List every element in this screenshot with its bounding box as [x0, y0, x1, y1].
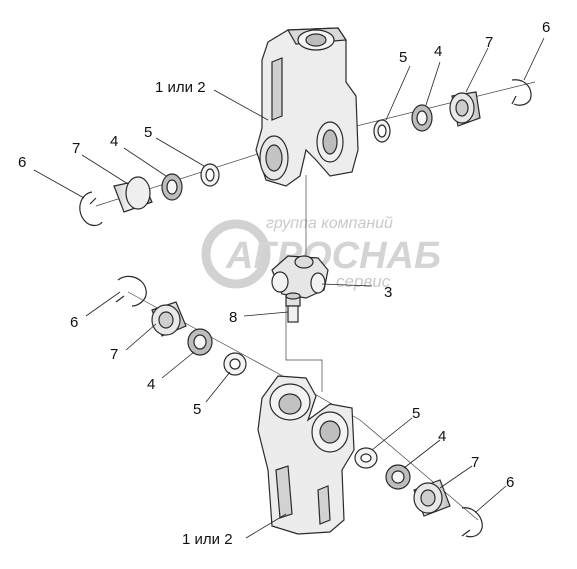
ring-bottom-right [461, 507, 483, 538]
label-cup-mid-left: 7 [110, 346, 118, 363]
label-cup-top-right: 7 [485, 34, 493, 51]
label-seal-mid-left: 4 [147, 376, 155, 393]
label-washer-top-left: 5 [144, 124, 152, 141]
seal-mid-left [187, 328, 213, 356]
seal-top-left [161, 173, 183, 201]
label-grease-fitting: 8 [229, 309, 237, 326]
watermark-brand: АГРОСНАБ [225, 235, 441, 277]
label-seal-bottom-right: 4 [438, 428, 446, 445]
label-cross: 3 [384, 284, 392, 301]
washer-mid-left [223, 352, 247, 376]
grease-fitting [285, 292, 301, 323]
ring-top-left [79, 191, 103, 227]
watermark-gear-icon [201, 219, 271, 289]
ring-top-right [511, 79, 532, 106]
leader-lines [33, 37, 545, 539]
label-cup-top-left: 7 [72, 140, 80, 157]
label-seal-top-right: 4 [434, 43, 442, 60]
label-cup-bottom-right: 7 [471, 454, 479, 471]
label-yoke-bottom: 1 или 2 [182, 531, 233, 548]
label-ring-top-left: 6 [18, 154, 26, 171]
cup-top-right [449, 91, 481, 127]
watermark: группа компаний АГРОСНАБ сервис [201, 215, 441, 291]
yoke-top [255, 27, 359, 187]
label-ring-bottom-right: 6 [506, 474, 514, 491]
cup-mid-left [151, 301, 187, 337]
ring-mid-left [115, 275, 147, 307]
label-washer-mid-left: 5 [193, 401, 201, 418]
seal-bottom-right [385, 464, 411, 490]
label-ring-mid-left: 6 [70, 314, 78, 331]
cup-bottom-right [413, 479, 451, 517]
label-ring-top-right: 6 [542, 19, 550, 36]
cross-spider [271, 255, 329, 299]
label-yoke-top: 1 или 2 [155, 79, 206, 96]
washer-top-right [373, 119, 391, 143]
label-washer-top-right: 5 [399, 49, 407, 66]
watermark-line3: сервис [336, 272, 391, 291]
cup-top-left [113, 176, 153, 213]
label-washer-bottom-right: 5 [412, 405, 420, 422]
callout-labels: 1 или 2 1 или 2 3 8 6 7 4 5 6 7 4 5 6 7 … [18, 19, 550, 548]
watermark-line1: группа компаний [266, 215, 393, 232]
seal-top-right [411, 104, 433, 132]
label-seal-top-left: 4 [110, 133, 118, 150]
yoke-bottom [257, 375, 355, 535]
washer-bottom-right [354, 447, 378, 469]
washer-top-left [200, 163, 220, 187]
